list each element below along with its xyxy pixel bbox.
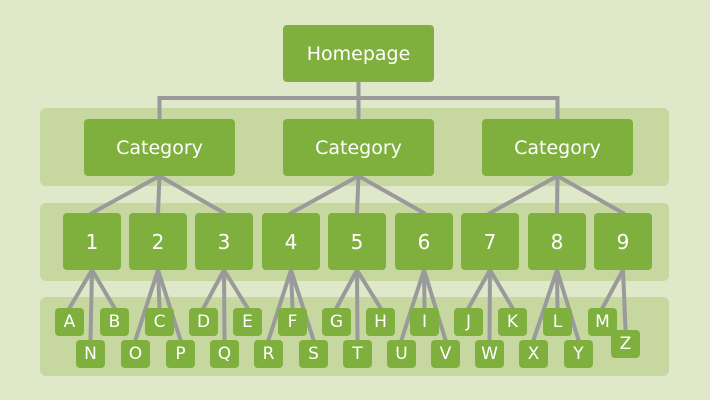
connector-page-O <box>132 267 161 343</box>
subcategory-node-5[interactable]: 5 <box>328 213 386 270</box>
connector-page-Y <box>554 267 581 343</box>
page-node-I[interactable]: I <box>410 308 439 336</box>
page-node-J[interactable]: J <box>454 308 483 336</box>
connector-page-Q <box>221 267 227 343</box>
subcategory-node-6[interactable]: 6 <box>395 213 453 270</box>
page-node-Y[interactable]: Y <box>564 340 593 368</box>
subcategory-node-9[interactable]: 9 <box>594 213 652 270</box>
subcategory-node-7[interactable]: 7 <box>461 213 519 270</box>
page-node-P[interactable]: P <box>166 340 195 368</box>
connector-sub-2 <box>155 173 162 216</box>
page-node-H[interactable]: H <box>366 308 395 336</box>
subcategory-node-1[interactable]: 1 <box>63 213 121 270</box>
page-node-S[interactable]: S <box>299 340 328 368</box>
category-node-3[interactable]: Category <box>482 119 633 176</box>
connector-sub-9 <box>554 173 626 216</box>
connector-page-H <box>354 267 384 311</box>
connector-page-K <box>487 267 516 311</box>
subcategory-node-4[interactable]: 4 <box>262 213 320 270</box>
connector-page-B <box>89 267 118 311</box>
connector-sub-4 <box>288 173 362 216</box>
page-node-R[interactable]: R <box>254 340 283 368</box>
page-node-C[interactable]: C <box>145 308 174 336</box>
page-node-V[interactable]: V <box>431 340 460 368</box>
connector-page-N <box>88 267 95 343</box>
connector-page-Z <box>620 267 628 333</box>
page-node-D[interactable]: D <box>189 308 218 336</box>
page-node-K[interactable]: K <box>498 308 527 336</box>
connector-sub-5 <box>354 173 361 216</box>
category-node-2[interactable]: Category <box>283 119 434 176</box>
page-node-Q[interactable]: Q <box>210 340 239 368</box>
page-node-Z[interactable]: Z <box>611 330 640 358</box>
connector-page-T <box>354 267 360 343</box>
page-node-E[interactable]: E <box>233 308 262 336</box>
connector-sub-3 <box>156 173 227 216</box>
connector-page-U <box>398 267 427 343</box>
connector-sub-1 <box>89 173 163 216</box>
connector-page-P <box>155 267 184 343</box>
page-node-A[interactable]: A <box>55 308 84 336</box>
page-node-B[interactable]: B <box>100 308 129 336</box>
subcategory-node-8[interactable]: 8 <box>528 213 586 270</box>
connector-page-W <box>487 267 493 343</box>
page-node-T[interactable]: T <box>343 340 372 368</box>
subcategory-node-2[interactable]: 2 <box>129 213 187 270</box>
page-node-L[interactable]: L <box>543 308 572 336</box>
connector-page-E <box>221 267 251 311</box>
page-node-U[interactable]: U <box>387 340 416 368</box>
connector-page-J <box>465 267 493 311</box>
page-node-W[interactable]: W <box>475 340 504 368</box>
connector-sub-6 <box>355 173 427 216</box>
page-node-N[interactable]: N <box>76 340 105 368</box>
connector-page-D <box>200 267 227 311</box>
connector-page-G <box>333 267 360 311</box>
category-node-1[interactable]: Category <box>84 119 235 176</box>
subcategory-node-3[interactable]: 3 <box>195 213 253 270</box>
connector-page-X <box>530 267 560 343</box>
connector-page-S <box>288 267 317 343</box>
homepage-node[interactable]: Homepage <box>283 25 434 82</box>
connector-page-V <box>421 267 448 343</box>
connector-sub-8 <box>554 173 560 216</box>
page-node-F[interactable]: F <box>278 308 307 336</box>
page-node-G[interactable]: G <box>322 308 351 336</box>
page-node-O[interactable]: O <box>121 340 150 368</box>
connector-page-A <box>66 267 95 311</box>
page-node-X[interactable]: X <box>519 340 548 368</box>
connector-page-R <box>265 267 294 343</box>
connector-sub-7 <box>487 173 561 216</box>
connector-page-M <box>599 267 626 311</box>
